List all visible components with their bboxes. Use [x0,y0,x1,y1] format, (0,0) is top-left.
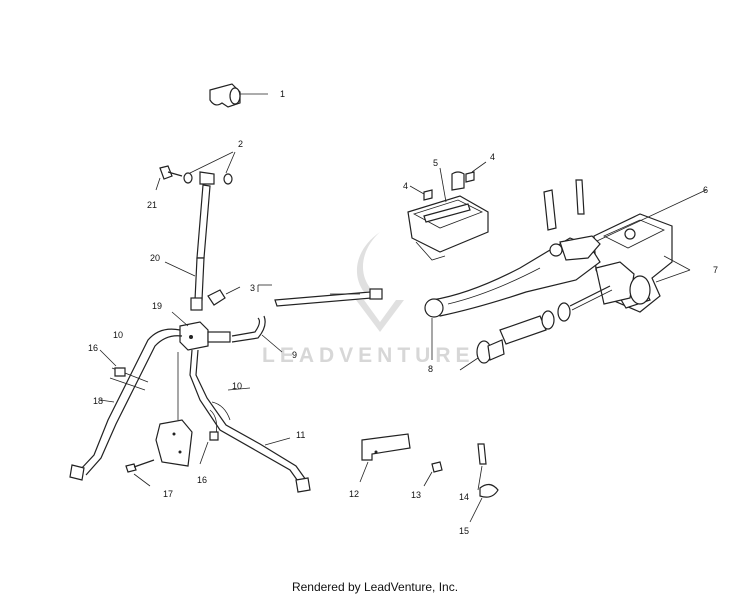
part-7-clamp [595,255,691,305]
part-12-bracket [359,433,411,483]
part-11-right-hose [189,349,311,493]
callout-21: 21 [147,200,157,210]
callout-14: 14 [459,492,469,502]
part-1-tee-fitting [209,83,268,108]
callout-5: 5 [433,158,438,168]
part-8-brake-lever [424,235,601,360]
callout-9: 9 [292,350,297,360]
callout-17: 17 [163,489,173,499]
callout-18: 18 [93,396,103,406]
callout-2: 2 [238,139,243,149]
callout-8: 8 [428,364,433,374]
part-5-reservoir-cover [407,167,489,261]
callout-6: 6 [703,185,708,195]
callout-19: 19 [152,301,162,311]
piston-assembly [459,285,613,371]
callout-11: 11 [296,430,305,440]
part-14-screw [477,443,487,491]
part-13-bolt [423,461,443,487]
part-2-washers [183,151,236,185]
part-19-junction-block [171,311,231,351]
part-17-bracket [125,352,193,487]
callout-7: 7 [713,265,718,275]
callout-10-right: 10 [232,381,242,391]
watermark-text: LEADVENTURE [262,344,475,367]
callout-15: 15 [459,526,469,536]
callout-12: 12 [349,489,359,499]
callout-labels: 1 2 3 4 4 5 6 7 8 9 10 10 11 12 13 14 15… [88,89,718,536]
callout-1: 1 [280,89,285,99]
callout-16-right: 16 [197,475,207,485]
part-16-hose-clips [114,367,219,465]
callout-13: 13 [411,490,421,500]
part-20-brake-line [164,184,211,311]
callout-3: 3 [250,283,255,293]
part-21-banjo-bolt [155,165,183,191]
part-15-clamp [469,483,499,523]
part-4-screws [409,161,487,201]
callout-10-left: 10 [113,330,123,340]
callout-4-right: 4 [490,152,495,162]
callout-4-left: 4 [403,181,408,191]
callout-20: 20 [150,253,160,263]
part-9-cable [231,284,383,353]
leadventure-watermark: LEADVENTURE [262,232,475,367]
part-3-brake-switch [207,286,241,306]
footer-credit: Rendered by LeadVenture, Inc. [291,580,459,594]
callout-16-left: 16 [88,343,98,353]
